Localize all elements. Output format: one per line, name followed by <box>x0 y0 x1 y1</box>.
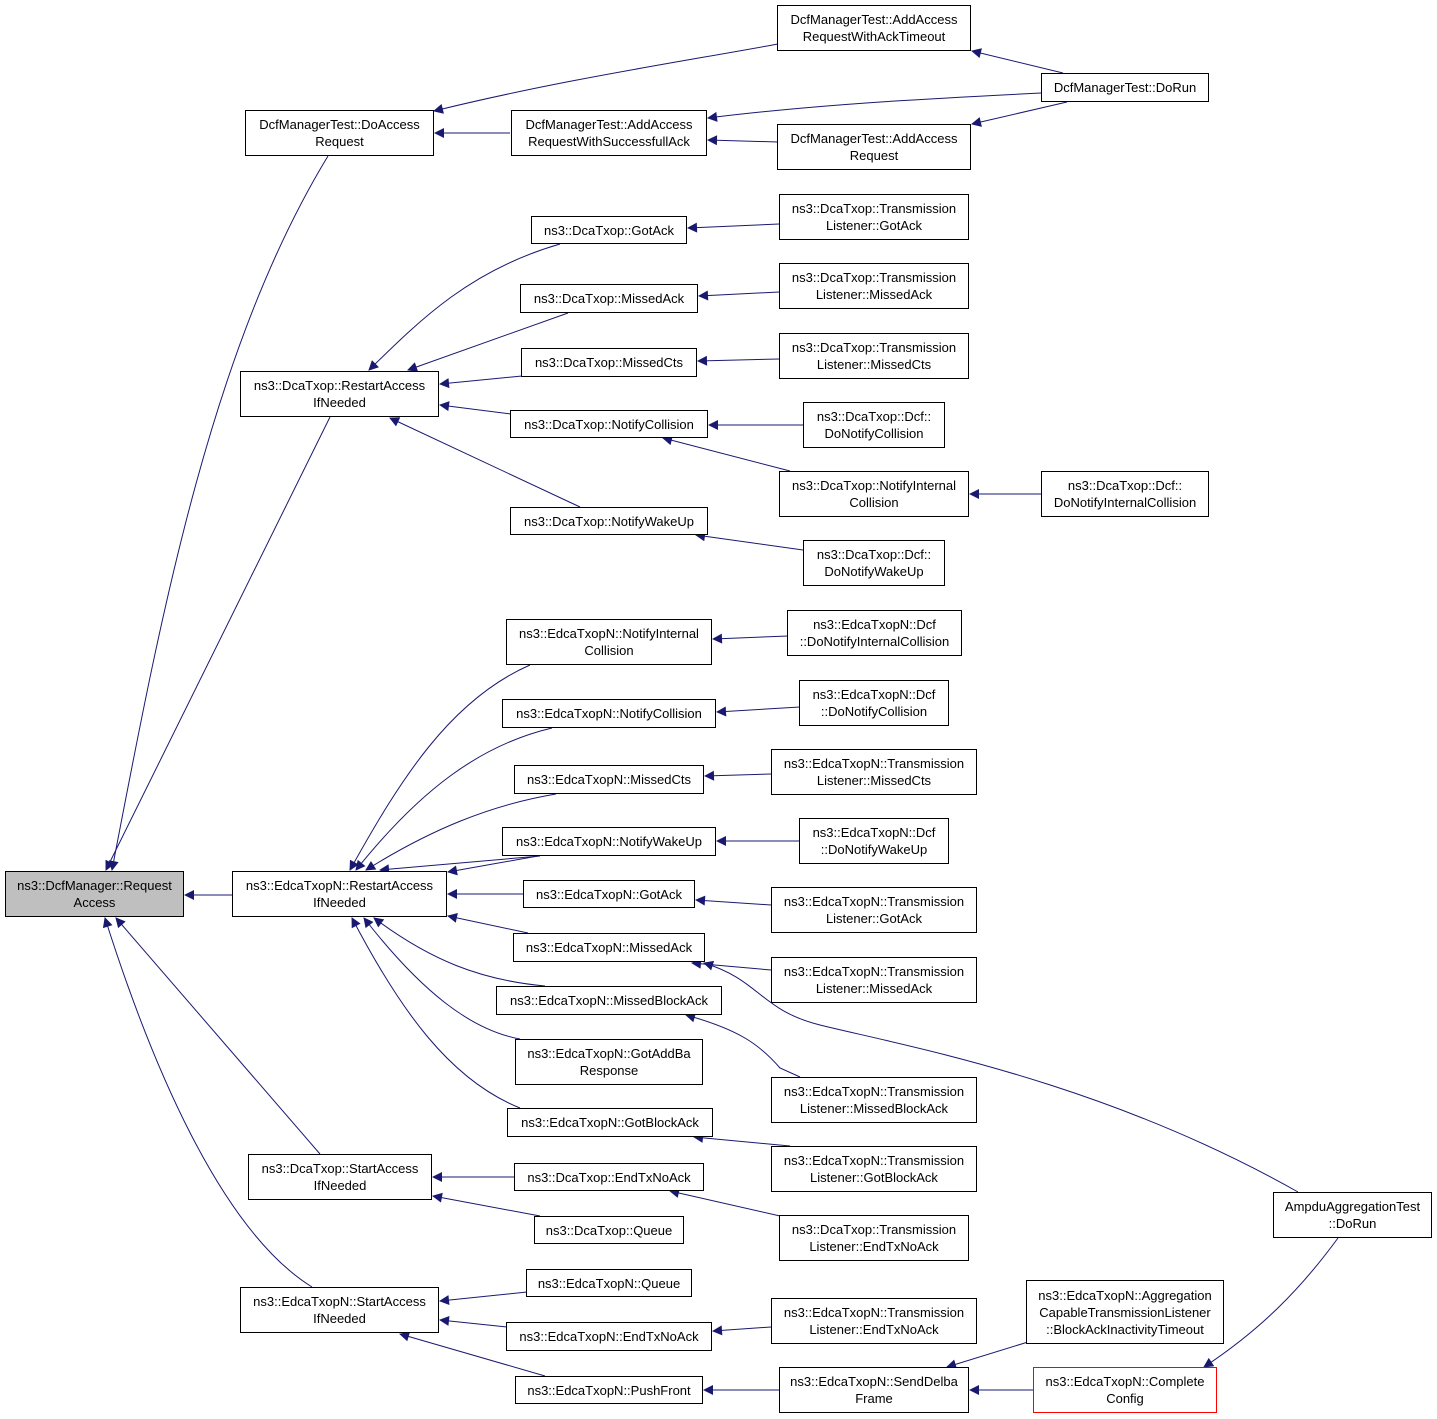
node-ampduaggregationtest-dorun[interactable]: AmpduAggregationTest ::DoRun <box>1273 1192 1432 1238</box>
edge-dcatlmissedcts-to-dcamissedcts <box>697 355 780 366</box>
node-dcfmanagertest-doaccessrequest[interactable]: DcfManagerTest::DoAccess Request <box>245 110 434 156</box>
node-dcatxop-dcf-donotifycollision[interactable]: ns3::DcaTxop::Dcf:: DoNotifyCollision <box>803 402 945 448</box>
node-dcatxop-endtxnoack[interactable]: ns3::DcaTxop::EndTxNoAck <box>514 1163 704 1191</box>
node-dcatxop-transmissionlistener-gotack[interactable]: ns3::DcaTxop::Transmission Listener::Got… <box>779 194 969 240</box>
node-edcatxopn-transmissionlistener-endtxnoack[interactable]: ns3::EdcaTxopN::Transmission Listener::E… <box>771 1298 977 1344</box>
node-dcatxop-missedack[interactable]: ns3::DcaTxop::MissedAck <box>520 284 698 313</box>
edge-dcamissedack-to-dcarestart <box>407 312 569 372</box>
edge-edcapushfront-to-edcastart <box>399 1331 546 1377</box>
edge-dorun-to-timeout <box>971 48 1064 74</box>
node-edcatxopn-endtxnoack[interactable]: ns3::EdcaTxopN::EndTxNoAck <box>506 1322 712 1351</box>
edge-edcanotifywake-to-edcarestart <box>379 855 541 875</box>
node-edcatxopn-gotack[interactable]: ns3::EdcaTxopN::GotAck <box>523 880 695 908</box>
node-edcatxopn-transmissionlistener-gotblockack[interactable]: ns3::EdcaTxopN::Transmission Listener::G… <box>771 1146 977 1192</box>
node-edcatxopn-transmissionlistener-missedack[interactable]: ns3::EdcaTxopN::Transmission Listener::M… <box>771 957 977 1003</box>
edge-edcanotifywake-to-edcarestart-b <box>447 855 539 876</box>
node-dcatxop-dcf-donotifywakeup[interactable]: ns3::DcaTxop::Dcf:: DoNotifyWakeUp <box>803 540 945 586</box>
edge-edcatlgotack-to-edcagotack <box>695 895 772 906</box>
edge-edcagotaddba-to-edcarestart <box>363 917 521 1040</box>
node-dcfmanagertest-addaccessrequest[interactable]: DcfManagerTest::AddAccess Request <box>777 124 971 170</box>
node-edcatxopn-pushfront[interactable]: ns3::EdcaTxopN::PushFront <box>515 1376 703 1404</box>
node-edcatxopn-startaccessifneeded[interactable]: ns3::EdcaTxopN::StartAccess IfNeeded <box>240 1287 439 1333</box>
node-edcatxopn-aggregationcapabletransmissionlistener-blockackinactivitytimeout[interactable]: ns3::EdcaTxopN::Aggregation CapableTrans… <box>1026 1280 1224 1344</box>
edge-edcadcfdonotifyintcoll-to-edcanotifyintcoll <box>712 633 789 644</box>
node-edcatxopn-transmissionlistener-missedcts[interactable]: ns3::EdcaTxopN::Transmission Listener::M… <box>771 749 977 795</box>
edge-edcatlmissedcts-to-edcamissedcts <box>704 770 772 781</box>
node-edcatxopn-missedcts[interactable]: ns3::EdcaTxopN::MissedCts <box>514 765 704 794</box>
edge-edcanotifycoll-to-edcarestart <box>355 727 553 871</box>
node-edcatxopn-queue[interactable]: ns3::EdcaTxopN::Queue <box>526 1269 692 1297</box>
edge-dcanotifyintcoll-to-dcanotifycoll <box>662 435 791 472</box>
node-edcatxopn-notifywakeup[interactable]: ns3::EdcaTxopN::NotifyWakeUp <box>502 827 716 856</box>
node-dcatxop-missedcts[interactable]: ns3::DcaTxop::MissedCts <box>521 348 697 377</box>
edge-edcagotblockack-to-edcarestart <box>351 917 521 1109</box>
edge-addreq-to-succack <box>707 135 779 146</box>
edge-dcamissedcts-to-dcarestart <box>439 375 523 389</box>
node-dcfmanagertest-addaccessrequestwithacktimeout[interactable]: DcfManagerTest::AddAccess RequestWithAck… <box>777 5 971 51</box>
edge-edcamissedcts-to-edcarestart <box>365 793 557 871</box>
node-dcfmanager-requestaccess[interactable]: ns3::DcfManager::Request Access <box>5 871 184 917</box>
edge-edcamissedack-to-edcarestart <box>447 912 529 934</box>
node-dcatxop-startaccessifneeded[interactable]: ns3::DcaTxop::StartAccess IfNeeded <box>248 1154 432 1200</box>
node-dcatxop-queue[interactable]: ns3::DcaTxop::Queue <box>534 1216 684 1244</box>
edge-dcastart-to-root <box>115 917 321 1155</box>
edge-edcamissedblockack-to-edcarestart <box>373 917 546 987</box>
node-edcatxopn-gotaddbaresponse[interactable]: ns3::EdcaTxopN::GotAddBa Response <box>515 1039 703 1085</box>
node-edcatxopn-completeconfig[interactable]: ns3::EdcaTxopN::Complete Config <box>1033 1367 1217 1413</box>
edge-edcaendtxnoack-to-edcastart <box>439 1315 508 1328</box>
node-edcatxopn-gotblockack[interactable]: ns3::EdcaTxopN::GotBlockAck <box>507 1108 713 1137</box>
node-dcatxop-notifywakeup[interactable]: ns3::DcaTxop::NotifyWakeUp <box>510 507 708 535</box>
node-dcfmanagertest-dorun[interactable]: DcfManagerTest::DoRun <box>1041 73 1209 102</box>
node-edcatxopn-notifyinternalcollision[interactable]: ns3::EdcaTxopN::NotifyInternal Collision <box>506 619 712 665</box>
node-dcatxop-restartaccessifneeded[interactable]: ns3::DcaTxop::RestartAccess IfNeeded <box>240 371 439 417</box>
edge-dcatlendtxnoack-to-dcaendtxnoack <box>669 1188 781 1217</box>
node-edcatxopn-notifycollision[interactable]: ns3::EdcaTxopN::NotifyCollision <box>502 699 716 728</box>
edge-dcagotack-to-dcarestart <box>368 243 561 371</box>
edge-dorun-to-succack <box>707 92 1042 122</box>
edge-edcatlmissedblockack-to-edcamissedblockack <box>685 1012 801 1078</box>
node-edcatxopn-transmissionlistener-missedblockack[interactable]: ns3::EdcaTxopN::Transmission Listener::M… <box>771 1077 977 1123</box>
node-edcatxopn-dcf-donotifycollision[interactable]: ns3::EdcaTxopN::Dcf ::DoNotifyCollision <box>799 680 949 726</box>
node-dcatxop-transmissionlistener-endtxnoack[interactable]: ns3::DcaTxop::Transmission Listener::End… <box>779 1215 969 1261</box>
node-dcatxop-notifycollision[interactable]: ns3::DcaTxop::NotifyCollision <box>510 410 708 438</box>
edge-edcatlendtxnoack-to-edcaendtxnoack <box>712 1325 772 1336</box>
edge-timeout-to-doaccess <box>433 43 779 114</box>
edge-ampdu-to-edcacompleteconfig <box>1203 1237 1339 1368</box>
node-edcatxopn-transmissionlistener-gotack[interactable]: ns3::EdcaTxopN::Transmission Listener::G… <box>771 887 977 933</box>
node-edcatxopn-senddelbaframe[interactable]: ns3::EdcaTxopN::SendDelba Frame <box>779 1367 969 1413</box>
edge-dcatlgotack-to-dcagotack <box>687 222 780 233</box>
node-edcatxopn-dcf-donotifyinternalcollision[interactable]: ns3::EdcaTxopN::Dcf ::DoNotifyInternalCo… <box>787 610 962 656</box>
edge-dcanotifywake-to-dcarestart <box>389 417 581 508</box>
node-edcatxopn-missedack[interactable]: ns3::EdcaTxopN::MissedAck <box>513 933 705 962</box>
node-dcatxop-gotack[interactable]: ns3::DcaTxop::GotAck <box>531 216 687 244</box>
edge-dcarestart-to-root <box>105 416 331 871</box>
edge-edcastart-to-root <box>102 917 313 1288</box>
node-edcatxopn-restartaccessifneeded[interactable]: ns3::EdcaTxopN::RestartAccess IfNeeded <box>232 871 447 917</box>
edge-edcaacbainactivity-to-edcasenddelba <box>946 1341 1029 1370</box>
edge-dcatlmissedack-to-dcamissedack <box>698 290 780 301</box>
node-edcatxopn-dcf-donotifywakeup[interactable]: ns3::EdcaTxopN::Dcf ::DoNotifyWakeUp <box>799 818 949 864</box>
node-dcfmanagertest-addaccessrequestwithsuccessfullack[interactable]: DcfManagerTest::AddAccess RequestWithSuc… <box>511 110 707 156</box>
node-dcatxop-transmissionlistener-missedack[interactable]: ns3::DcaTxop::Transmission Listener::Mis… <box>779 263 969 309</box>
edge-edcatlgotblockack-to-edcagotblockack <box>693 1132 791 1147</box>
node-dcatxop-transmissionlistener-missedcts[interactable]: ns3::DcaTxop::Transmission Listener::Mis… <box>779 333 969 379</box>
edge-dcadcfdonotifywake-to-dcanotifywake <box>695 531 804 551</box>
edge-dcaqueue-to-dcastart <box>432 1192 541 1217</box>
edge-edcadcfdonotifycoll-to-edcanotifycoll <box>716 706 801 717</box>
edge-edcanotifyintcoll-to-edcarestart <box>349 664 531 871</box>
edge-edcatlmissedack-to-edcamissedack <box>691 958 772 971</box>
node-edcatxopn-missedblockack[interactable]: ns3::EdcaTxopN::MissedBlockAck <box>496 986 722 1015</box>
node-dcatxop-notifyinternalcollision[interactable]: ns3::DcaTxop::NotifyInternal Collision <box>779 471 969 517</box>
edge-dcanotifycoll-to-dcarestart <box>439 401 512 415</box>
edge-edcaqueue-to-edcastart <box>439 1291 528 1306</box>
node-dcatxop-dcf-donotifyinternalcollision[interactable]: ns3::DcaTxop::Dcf:: DoNotifyInternalColl… <box>1041 471 1209 517</box>
edge-dorun-to-addreq <box>971 101 1068 127</box>
edge-doaccess-to-root <box>108 155 329 871</box>
edge-ampdu-to-edcamissedack <box>703 960 1299 1193</box>
